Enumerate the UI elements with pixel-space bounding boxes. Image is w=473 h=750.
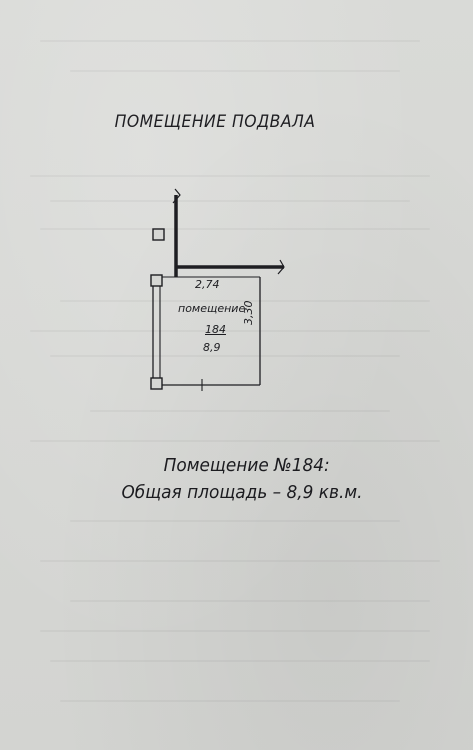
floor-plan-drawing — [150, 188, 285, 391]
plan-column-bottom — [150, 377, 163, 390]
floor-plan: 2,74 помещение 184 8,9 3,30 — [140, 185, 300, 405]
page-heading: ПОМЕЩЕНИЕ ПОДВАЛА — [114, 112, 316, 132]
height-dimension: 3,30 — [242, 300, 255, 326]
plan-column-middle — [150, 274, 163, 287]
plan-column-top — [152, 228, 165, 241]
room-area: 8,9 — [203, 341, 221, 354]
wall-break-mark-top — [172, 188, 181, 204]
caption-room-number: Помещение №184: — [163, 455, 330, 476]
width-dimension: 2,74 — [195, 278, 220, 291]
room-number: 184 — [205, 323, 226, 336]
caption-total-area: Общая площадь – 8,9 кв.м. — [121, 482, 363, 503]
wall-break-mark-right — [277, 259, 285, 275]
room-label: помещение — [178, 302, 246, 315]
